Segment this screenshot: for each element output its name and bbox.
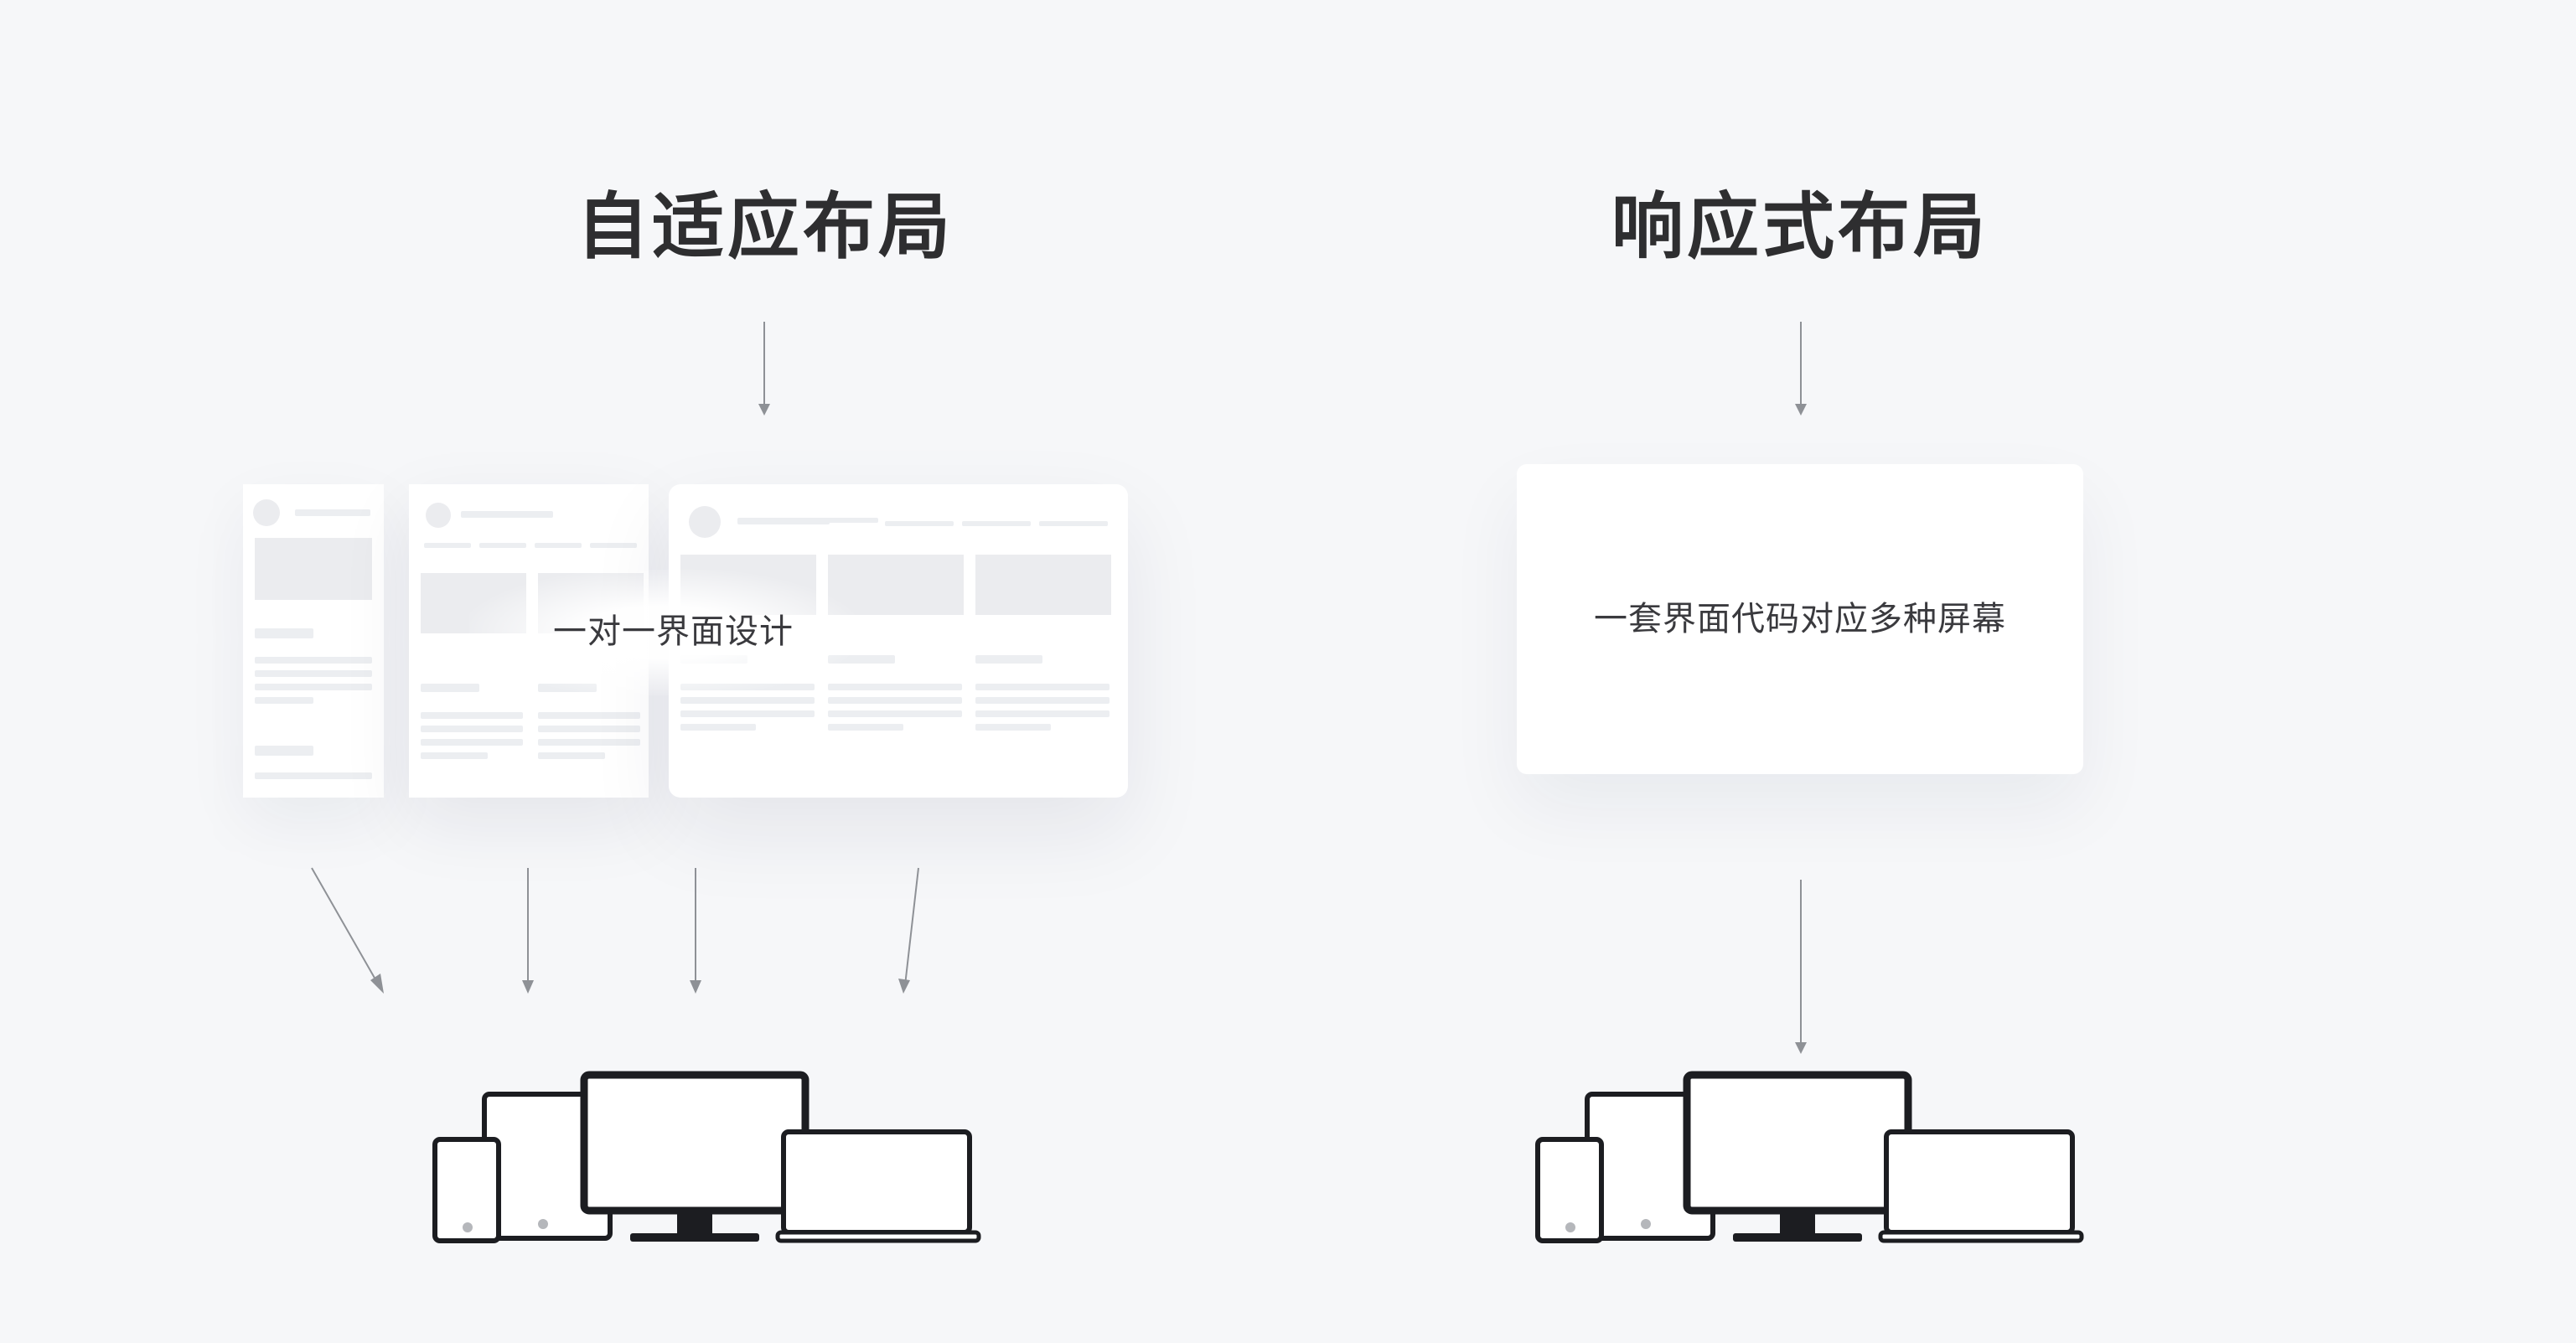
arrow-down-icon bbox=[690, 868, 701, 994]
laptop-icon bbox=[775, 1129, 981, 1243]
text-placeholder bbox=[975, 724, 1051, 731]
text-placeholder bbox=[975, 697, 1110, 704]
text-placeholder bbox=[680, 724, 756, 731]
text-placeholder bbox=[421, 684, 479, 692]
phone-icon bbox=[432, 1137, 501, 1243]
avatar-placeholder bbox=[426, 503, 451, 528]
avatar-placeholder bbox=[689, 506, 721, 538]
image-placeholder bbox=[255, 538, 372, 600]
text-placeholder bbox=[538, 739, 640, 746]
adaptive-layout-title: 自适应布局 bbox=[577, 185, 954, 269]
device-group-adaptive bbox=[432, 1071, 981, 1243]
text-placeholder bbox=[810, 518, 878, 523]
arrow-down-icon bbox=[522, 868, 534, 994]
phone-icon bbox=[1535, 1137, 1604, 1243]
text-placeholder bbox=[255, 628, 313, 638]
text-placeholder bbox=[295, 509, 370, 516]
text-placeholder bbox=[962, 521, 1031, 526]
text-placeholder bbox=[421, 712, 523, 719]
monitor-icon bbox=[580, 1071, 810, 1242]
text-placeholder bbox=[538, 752, 605, 759]
laptop-icon bbox=[1878, 1129, 2084, 1243]
text-placeholder bbox=[255, 657, 372, 664]
device-group-responsive bbox=[1535, 1071, 2084, 1243]
text-placeholder bbox=[255, 697, 313, 704]
text-placeholder bbox=[828, 724, 903, 731]
text-placeholder bbox=[975, 710, 1110, 717]
arrow-down-icon bbox=[758, 322, 770, 416]
text-placeholder bbox=[421, 726, 523, 732]
image-placeholder bbox=[975, 555, 1111, 615]
text-placeholder bbox=[538, 712, 640, 719]
monitor-icon bbox=[1683, 1071, 1912, 1242]
text-placeholder bbox=[828, 684, 962, 690]
text-placeholder bbox=[828, 710, 962, 717]
arrow-down-icon bbox=[1795, 880, 1807, 1054]
text-placeholder bbox=[421, 752, 488, 759]
text-placeholder bbox=[255, 772, 372, 779]
arrow-down-icon bbox=[1795, 322, 1807, 416]
text-placeholder bbox=[828, 655, 895, 664]
text-placeholder bbox=[737, 518, 830, 524]
arrow-down-icon bbox=[898, 867, 919, 994]
text-placeholder bbox=[255, 746, 313, 756]
text-placeholder bbox=[590, 543, 637, 548]
adaptive-caption: 一对一界面设计 bbox=[553, 612, 794, 651]
text-placeholder bbox=[424, 543, 471, 548]
text-placeholder bbox=[828, 697, 962, 704]
text-placeholder bbox=[255, 684, 372, 690]
text-placeholder bbox=[975, 655, 1042, 664]
text-placeholder bbox=[975, 684, 1110, 690]
text-placeholder bbox=[885, 521, 954, 526]
avatar-placeholder bbox=[253, 499, 280, 526]
text-placeholder bbox=[680, 697, 815, 704]
phone-page-mockup bbox=[243, 484, 384, 798]
caption-highlight bbox=[469, 570, 855, 695]
text-placeholder bbox=[479, 543, 526, 548]
text-placeholder bbox=[421, 739, 523, 746]
text-placeholder bbox=[1039, 521, 1108, 526]
responsive-layout-title: 响应式布局 bbox=[1611, 185, 1989, 269]
responsive-interface-card: 一套界面代码对应多种屏幕 bbox=[1517, 464, 2083, 774]
arrow-down-icon bbox=[311, 867, 384, 994]
text-placeholder bbox=[461, 511, 553, 518]
text-placeholder bbox=[535, 543, 582, 548]
text-placeholder bbox=[538, 726, 640, 732]
text-placeholder bbox=[680, 710, 815, 717]
responsive-caption: 一套界面代码对应多种屏幕 bbox=[1594, 600, 2006, 638]
text-placeholder bbox=[255, 670, 372, 677]
